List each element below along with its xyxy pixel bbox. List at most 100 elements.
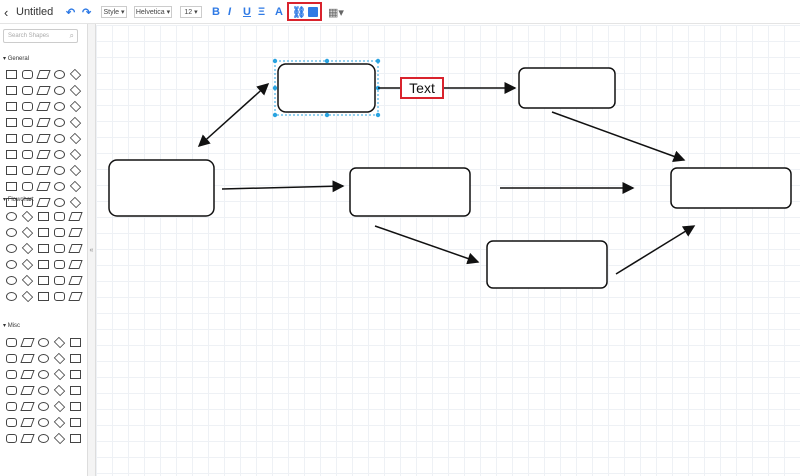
shape-tile[interactable] [35, 366, 51, 382]
shape-tile[interactable] [3, 414, 19, 430]
shape-tile[interactable] [51, 256, 67, 272]
shape-tile[interactable] [51, 272, 67, 288]
shape-tile[interactable] [67, 414, 83, 430]
redo-icon[interactable]: ↷ [82, 6, 92, 19]
shape-tile[interactable] [35, 224, 51, 240]
shape-tile[interactable] [3, 240, 19, 256]
shape-tile[interactable] [3, 66, 19, 82]
shape-tile[interactable] [51, 162, 67, 178]
process-box-left[interactable] [108, 159, 215, 217]
shape-tile[interactable] [51, 194, 67, 210]
shape-tile[interactable] [3, 272, 19, 288]
process-box-right[interactable] [670, 167, 792, 209]
shape-tile[interactable] [35, 208, 51, 224]
shape-tile[interactable] [35, 256, 51, 272]
search-shapes-input[interactable]: Search Shapes⌕ [3, 29, 78, 43]
shape-tile[interactable] [51, 240, 67, 256]
link-icon[interactable]: ⛓ [292, 6, 306, 19]
style-select[interactable]: Style ▾ [101, 6, 127, 18]
section-misc[interactable]: ▾ Misc [3, 323, 21, 329]
shape-icon [21, 181, 33, 191]
section-general[interactable]: ▾ General [3, 56, 30, 62]
connector-arrow[interactable] [221, 180, 345, 193]
shape-tile[interactable] [3, 288, 19, 304]
connector-arrow[interactable] [551, 111, 686, 163]
shape-tile[interactable] [19, 98, 35, 114]
shape-tile[interactable] [51, 208, 67, 224]
shape-tile[interactable] [3, 382, 19, 398]
shape-tile[interactable] [51, 98, 67, 114]
shape-tile[interactable] [19, 194, 35, 210]
shape-tile[interactable] [3, 178, 19, 194]
shape-tile[interactable] [35, 382, 51, 398]
shape-tile[interactable] [51, 82, 67, 98]
align-button[interactable]: Ξ [258, 6, 266, 18]
size-select[interactable]: 12 ▾ [180, 6, 202, 18]
shape-tile[interactable] [51, 66, 67, 82]
table-icon[interactable]: ▦▾ [328, 6, 344, 19]
shape-tile[interactable] [67, 350, 83, 366]
text-label[interactable]: Text [400, 77, 444, 99]
undo-icon[interactable]: ↶ [66, 6, 76, 19]
shape-tile[interactable] [51, 178, 67, 194]
shape-tile[interactable] [35, 288, 51, 304]
shape-tile[interactable] [51, 224, 67, 240]
document-title[interactable]: Untitled [16, 6, 54, 18]
shape-tile[interactable] [67, 334, 83, 350]
shape-tile[interactable] [3, 82, 19, 98]
shape-tile[interactable] [3, 114, 19, 130]
shape-tile[interactable] [3, 194, 19, 210]
shape-icon [5, 181, 17, 191]
image-icon[interactable] [308, 7, 318, 17]
shape-tile[interactable] [51, 288, 67, 304]
shape-tile[interactable] [19, 162, 35, 178]
shape-tile[interactable] [35, 414, 51, 430]
shape-tile[interactable] [19, 66, 35, 82]
section-flowchart[interactable]: ▾ Flowchart [3, 197, 34, 203]
process-box-middle[interactable] [349, 167, 471, 217]
shape-tile[interactable] [19, 130, 35, 146]
shape-tile[interactable] [3, 130, 19, 146]
connector-arrow[interactable] [374, 225, 480, 265]
shape-tile[interactable] [35, 350, 51, 366]
shape-tile[interactable] [35, 240, 51, 256]
shape-tile[interactable] [35, 430, 51, 446]
underline-button[interactable]: U [243, 6, 251, 18]
back-icon[interactable]: ‹ [4, 4, 9, 20]
shape-tile[interactable] [51, 114, 67, 130]
shape-tile[interactable] [3, 366, 19, 382]
shape-tile[interactable] [3, 334, 19, 350]
shape-tile[interactable] [3, 430, 19, 446]
shape-tile[interactable] [51, 130, 67, 146]
shape-tile[interactable] [3, 256, 19, 272]
font-select[interactable]: Helvetica ▾ [134, 6, 172, 18]
shape-tile[interactable] [35, 272, 51, 288]
shape-tile[interactable] [19, 146, 35, 162]
shape-tile[interactable] [3, 224, 19, 240]
shape-tile[interactable] [3, 398, 19, 414]
shape-tile[interactable] [3, 146, 19, 162]
shape-tile[interactable] [3, 162, 19, 178]
shape-tile[interactable] [67, 382, 83, 398]
bold-button[interactable]: B [212, 6, 220, 18]
shape-tile[interactable] [19, 114, 35, 130]
shape-tile[interactable] [19, 82, 35, 98]
shape-tile[interactable] [67, 398, 83, 414]
process-box-top-right[interactable] [518, 67, 616, 109]
connector-double[interactable] [197, 82, 270, 148]
shape-tile[interactable] [3, 350, 19, 366]
shape-tile[interactable] [35, 334, 51, 350]
sidebar-collapse-handle[interactable]: « [88, 24, 96, 476]
italic-button[interactable]: I [228, 6, 232, 18]
selected-process-box[interactable] [277, 63, 376, 113]
shape-tile[interactable] [51, 146, 67, 162]
shape-tile[interactable] [3, 208, 19, 224]
shape-tile[interactable] [67, 366, 83, 382]
shape-tile[interactable] [67, 430, 83, 446]
connector-arrow[interactable] [615, 225, 696, 275]
shape-tile[interactable] [19, 178, 35, 194]
process-box-bottom[interactable] [486, 240, 608, 289]
font-color-button[interactable]: A [275, 6, 283, 18]
shape-tile[interactable] [3, 98, 19, 114]
shape-tile[interactable] [35, 398, 51, 414]
